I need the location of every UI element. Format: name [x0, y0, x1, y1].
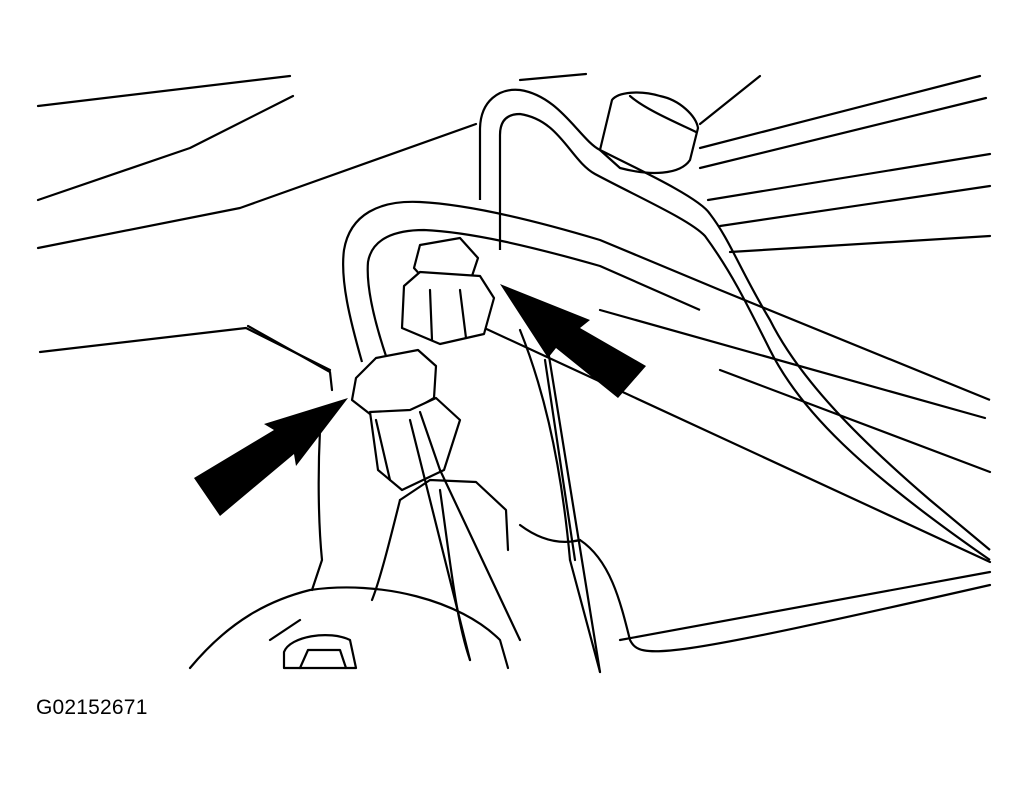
brake-line-short: [342, 200, 991, 402]
left-arrow-icon: [194, 398, 348, 516]
figure-id-label: G02152671: [36, 696, 148, 719]
mount-bracket: [518, 328, 992, 674]
upper-component: [598, 91, 700, 174]
valve-body: [188, 418, 522, 670]
background-structure: [36, 72, 992, 564]
brake-line-long: [478, 88, 991, 561]
right-arrow-icon: [500, 284, 646, 398]
fitting-lower: [350, 348, 462, 492]
fitting-upper: [400, 236, 496, 346]
